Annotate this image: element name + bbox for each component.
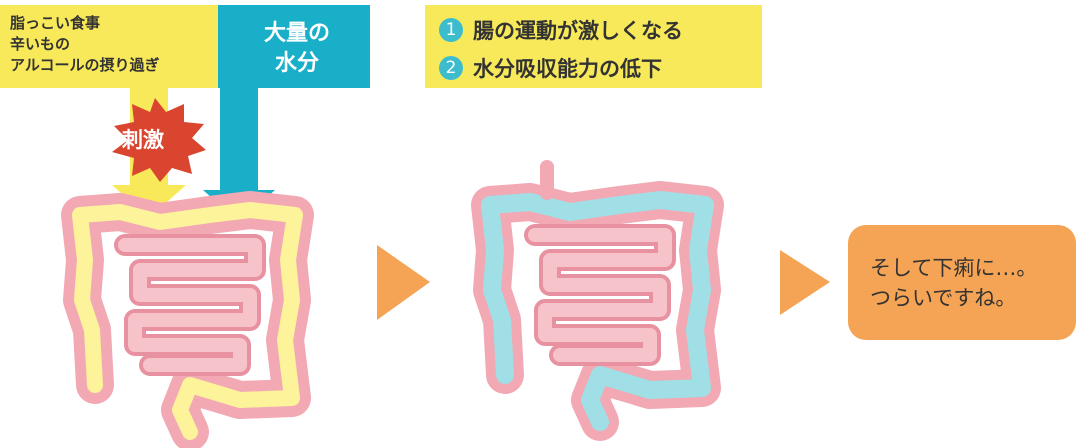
intestine-diarrhea: [490, 160, 705, 422]
water-label-1: 大量の: [264, 21, 331, 46]
effect-text: 腸の運動が激しくなる: [473, 19, 683, 43]
water-box: 大量の水分: [218, 5, 370, 88]
intestine-stimulated: [80, 210, 295, 432]
cause-item: 辛いもの: [10, 35, 71, 53]
cause-item: 脂っこい食事: [10, 14, 101, 32]
arrow-right-icon: [377, 245, 430, 320]
result-box: そして下痢に…。 つらいですね。: [848, 225, 1076, 340]
number-badge: 1: [439, 18, 463, 42]
effects-box: 1 腸の運動が激しくなる 2 水分吸収能力の低下: [425, 5, 762, 88]
effect-item: 2 水分吸収能力の低下: [439, 53, 662, 83]
result-line: そして下痢に…。: [870, 255, 1038, 280]
stimulus-label: 刺激: [122, 128, 164, 152]
stimulus-burst: [112, 98, 206, 182]
result-line: つらいですね。: [870, 285, 1017, 310]
effect-item: 1 腸の運動が激しくなる: [439, 15, 683, 45]
causes-box: 脂っこい食事 辛いもの アルコールの摂り過ぎ: [0, 5, 222, 88]
cause-item: アルコールの摂り過ぎ: [10, 56, 160, 74]
number-badge: 2: [439, 56, 463, 80]
water-label-2: 水分: [275, 51, 320, 76]
arrow-right-icon: [780, 250, 830, 315]
effect-text: 水分吸収能力の低下: [473, 57, 662, 81]
